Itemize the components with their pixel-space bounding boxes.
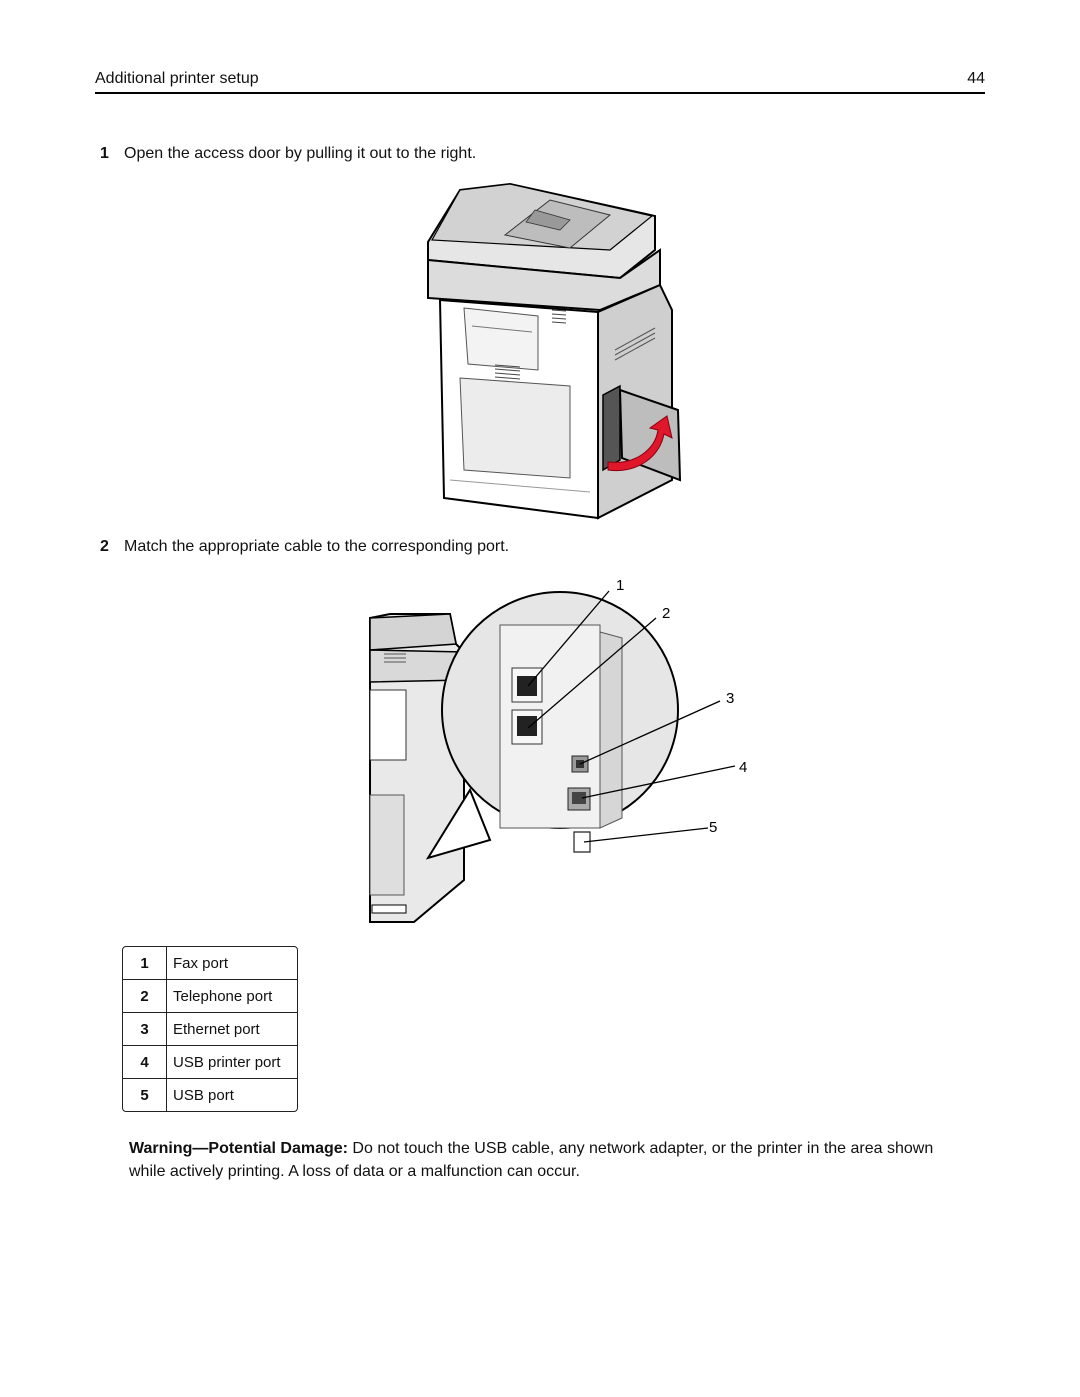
warning-label: Warning—Potential Damage:: [129, 1140, 348, 1157]
step-number: 2: [100, 538, 109, 555]
callout-5: 5: [709, 819, 717, 836]
section-title: Additional printer setup: [95, 70, 259, 87]
ports-illustration: 1 2 3 4 5: [369, 577, 747, 923]
step-text: Match the appropriate cable to the corre…: [124, 538, 510, 555]
legend-number: 4: [123, 1046, 167, 1079]
callout-4: 4: [739, 759, 747, 776]
warning-note: Warning—Potential Damage: Do not touch t…: [129, 1137, 959, 1183]
warning-text: Do not touch the USB cable, any network …: [129, 1140, 934, 1180]
callout-3: 3: [726, 690, 734, 707]
step-number: 1: [100, 145, 109, 162]
page-header: Additional printer setup 44: [95, 68, 985, 94]
table-row: 1 Fax port: [123, 947, 297, 980]
table-row: 2 Telephone port: [123, 980, 297, 1013]
table-row: 5 USB port: [123, 1079, 297, 1111]
legend-label: USB port: [173, 1086, 234, 1104]
table-row: 3 Ethernet port: [123, 1013, 297, 1046]
callout-1: 1: [616, 577, 624, 594]
legend-number: 2: [123, 980, 167, 1013]
legend-number: 5: [123, 1079, 167, 1111]
legend-number: 3: [123, 1013, 167, 1046]
callout-2: 2: [662, 605, 670, 622]
table-row: 4 USB printer port: [123, 1046, 297, 1079]
printer-door-illustration: [427, 182, 682, 520]
legend-label: Telephone port: [167, 980, 297, 1013]
legend-label: Fax port: [167, 947, 297, 980]
page-number: 44: [967, 70, 985, 87]
step-1: 1 Open the access door by pulling it out …: [100, 145, 476, 163]
legend-label: USB printer port: [167, 1046, 297, 1079]
legend-number: 1: [123, 947, 167, 980]
legend-label: Ethernet port: [167, 1013, 297, 1046]
step-2: 2 Match the appropriate cable to the corr…: [100, 538, 509, 556]
step-text: Open the access door by pulling it out t…: [124, 145, 477, 162]
port-legend-table: 1 Fax port 2 Telephone port 3 Ethernet p…: [122, 946, 298, 1112]
